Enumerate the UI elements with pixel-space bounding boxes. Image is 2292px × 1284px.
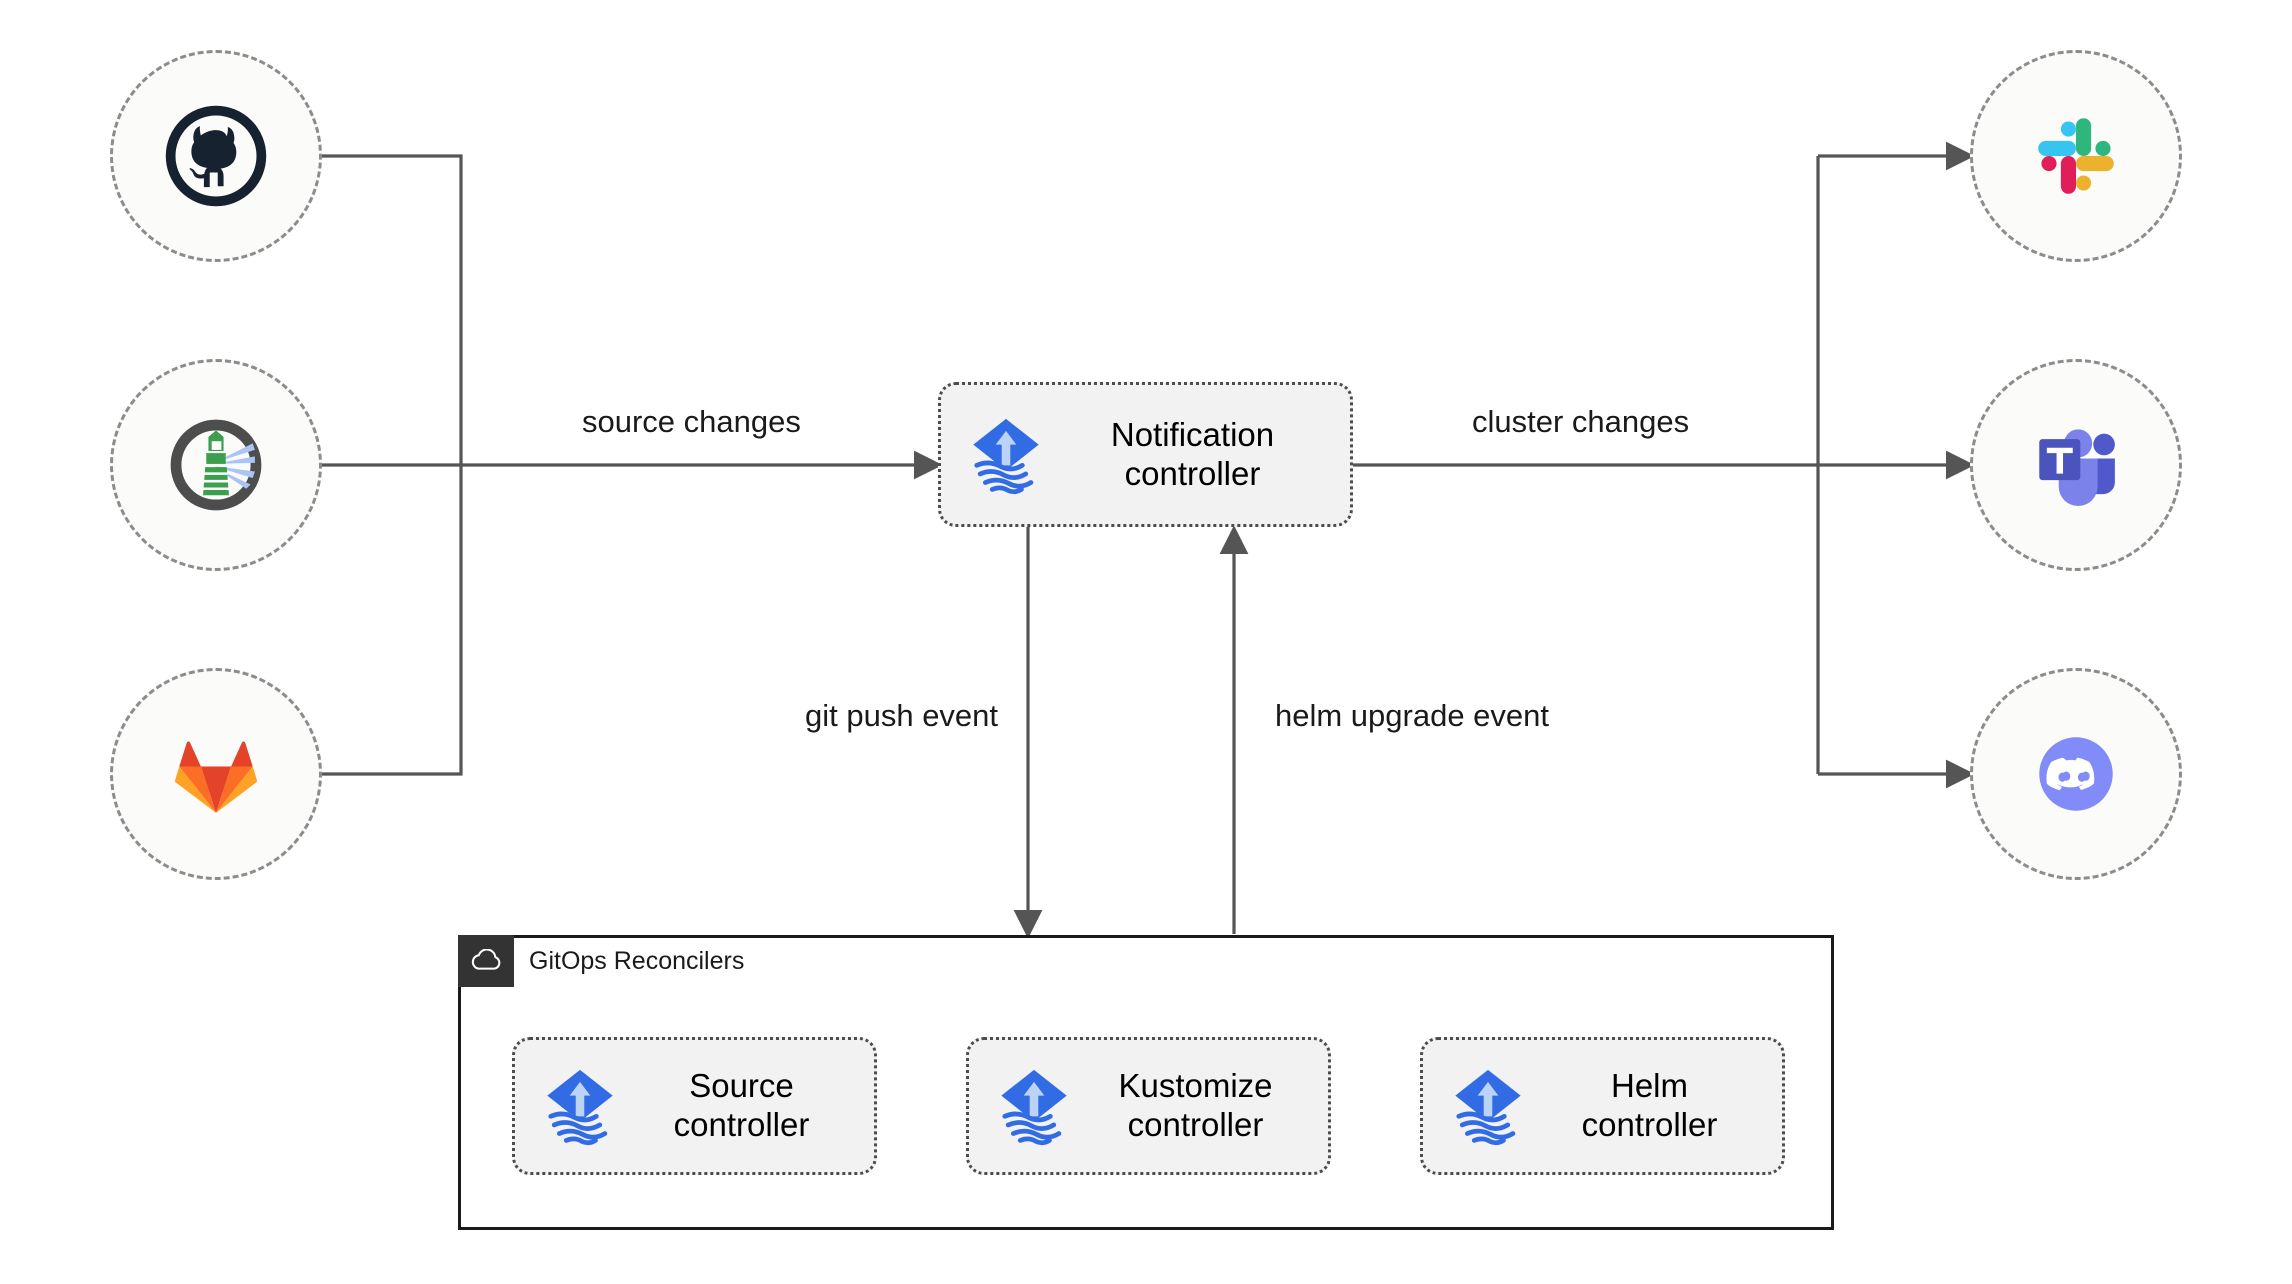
github-icon [165, 105, 267, 207]
cloud-icon-box [458, 935, 514, 987]
edge-label-source-changes: source changes [582, 404, 801, 439]
source-controller-box[interactable]: Source controller [512, 1037, 877, 1175]
slack-icon [2038, 118, 2114, 194]
cloud-icon [471, 949, 501, 970]
source-node-flux[interactable] [110, 359, 322, 571]
kustomize-controller-box[interactable]: Kustomize controller [966, 1037, 1331, 1175]
destination-node-teams[interactable] [1970, 359, 2182, 571]
source-node-gitlab[interactable] [110, 668, 322, 880]
destination-node-discord[interactable] [1970, 668, 2182, 880]
notification-controller-box[interactable]: Notification controller [938, 382, 1353, 527]
notification-controller-label: Notification controller [1110, 415, 1275, 492]
gitlab-icon [174, 741, 258, 813]
edge-label-helm-upgrade-event: helm upgrade event [1275, 698, 1550, 733]
source-node-github[interactable] [110, 50, 322, 262]
gitops-reconcilers-title: GitOps Reconcilers [529, 946, 745, 975]
kustomize-controller-label: Kustomize controller [1118, 1067, 1273, 1143]
helm-controller-label: Helm controller [1581, 1067, 1718, 1143]
flux-icon [973, 418, 1039, 494]
flux-lighthouse-icon [170, 419, 262, 511]
microsoft-teams-icon [2039, 429, 2115, 507]
flux-icon [1455, 1069, 1521, 1146]
helm-controller-box[interactable]: Helm controller [1420, 1037, 1785, 1175]
edge-label-cluster-changes: cluster changes [1472, 404, 1690, 439]
gitops-reconcilers-header: GitOps Reconcilers [458, 935, 744, 987]
edge-label-git-push-event: git push event [805, 698, 999, 733]
flux-icon [547, 1069, 613, 1146]
flux-icon [1001, 1069, 1067, 1146]
destination-node-slack[interactable] [1970, 50, 2182, 262]
discord-icon [2039, 737, 2113, 811]
source-controller-label: Source controller [673, 1067, 810, 1143]
